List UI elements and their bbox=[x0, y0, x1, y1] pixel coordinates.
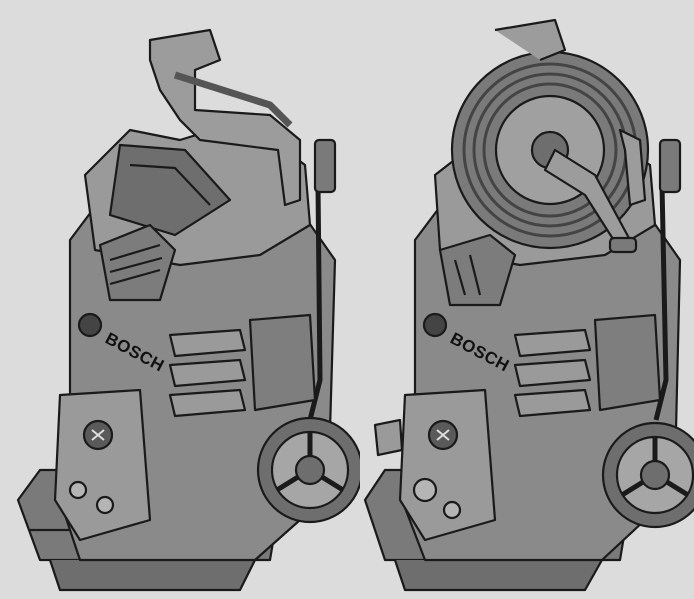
pressure-washer-right: BOSCH bbox=[363, 18, 694, 592]
hose-pipe bbox=[307, 184, 323, 421]
pressure-washer-left: BOSCH bbox=[16, 28, 360, 592]
carry-handle bbox=[148, 28, 302, 207]
storage-tray bbox=[108, 143, 232, 237]
front-panel bbox=[53, 388, 152, 542]
